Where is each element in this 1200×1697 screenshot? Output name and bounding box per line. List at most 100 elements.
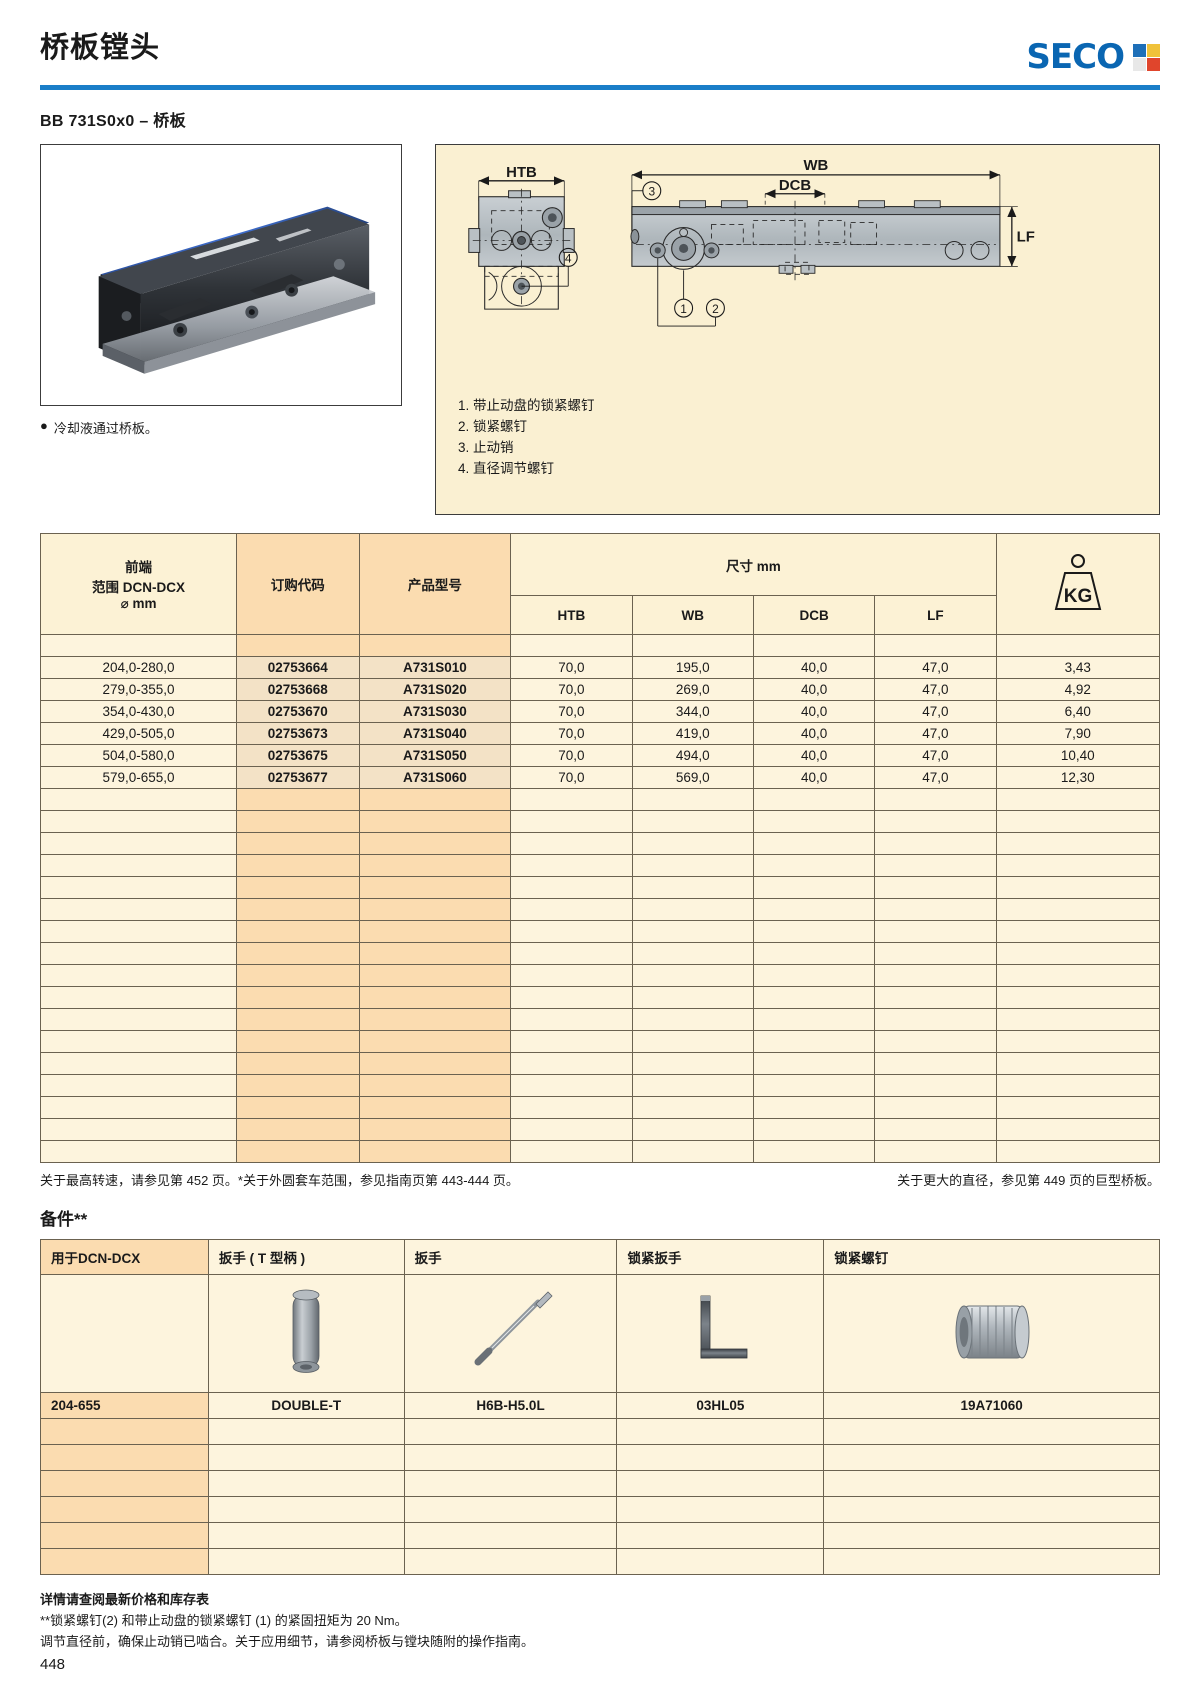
cell-lf: 47,0 xyxy=(874,766,997,789)
empty-cell xyxy=(874,964,997,987)
empty-cell xyxy=(39,854,238,877)
footnote-right: 关于更大的直径，参见第 449 页的巨型桥板。 xyxy=(897,1173,1160,1188)
empty-cell xyxy=(39,1008,238,1031)
empty-cell xyxy=(510,964,633,987)
acc-cell-wrench-t: DOUBLE-T xyxy=(207,1392,405,1419)
empty-cell xyxy=(236,942,360,965)
empty-cell xyxy=(39,964,238,987)
acc-img-lock-screw xyxy=(823,1274,1160,1393)
empty-cell xyxy=(752,942,876,965)
cell-lf: 47,0 xyxy=(874,700,997,723)
empty-cell xyxy=(631,788,754,811)
label-wb: WB xyxy=(803,158,828,174)
empty-cell xyxy=(874,810,997,833)
empty-cell xyxy=(358,810,512,833)
empty-cell xyxy=(874,942,997,965)
empty-cell xyxy=(631,854,754,877)
acc-cell-lock-wrench: 03HL05 xyxy=(616,1392,825,1419)
set-screw-icon xyxy=(955,1305,1030,1359)
empty-cell xyxy=(40,1470,209,1497)
empty-cell xyxy=(631,1074,754,1097)
cell-htb: 70,0 xyxy=(510,722,633,745)
accessories-title: 备件** xyxy=(40,1210,88,1229)
empty-cell xyxy=(236,810,360,833)
cell-designation: A731S060 xyxy=(358,766,512,789)
technical-drawing: HTB xyxy=(436,145,1159,514)
seco-logo-squares xyxy=(1133,43,1160,71)
accessories-header-row: 用于DCN-DCX 扳手 ( T 型柄 ) 扳手 锁紧扳手 锁紧螺钉 xyxy=(40,1239,1160,1275)
empty-cell xyxy=(39,986,238,1009)
empty-cell xyxy=(616,1470,825,1497)
empty-cell xyxy=(358,832,512,855)
callout-4: 4 xyxy=(565,251,572,265)
cell-order-code: 02753668 xyxy=(236,678,360,701)
table-header-row-2: HTB WB DCB LF xyxy=(41,595,1160,635)
empty-cell xyxy=(995,810,1161,833)
acc-cell-wrench: H6B-H5.0L xyxy=(403,1392,618,1419)
empty-cell xyxy=(236,1030,360,1053)
table-empty-row xyxy=(39,854,1161,877)
cell-dcb: 40,0 xyxy=(752,744,876,767)
empty-cell xyxy=(39,810,238,833)
cell-weight: 10,40 xyxy=(995,744,1161,767)
empty-cell xyxy=(236,854,360,877)
cell-diameter-range: 354,0-430,0 xyxy=(39,700,238,723)
empty-cell xyxy=(995,634,1161,657)
accessories-empty-row xyxy=(40,1418,1160,1445)
seco-logo: SECO xyxy=(1026,34,1160,74)
empty-cell xyxy=(40,1418,209,1445)
empty-cell xyxy=(752,876,876,899)
accessories-empty-row xyxy=(40,1496,1160,1523)
empty-cell xyxy=(631,1030,754,1053)
empty-cell xyxy=(207,1444,405,1471)
header-range-line2: 范围 DCN-DCX xyxy=(92,580,185,595)
empty-cell xyxy=(236,832,360,855)
cell-order-code: 02753664 xyxy=(236,656,360,679)
empty-cell xyxy=(995,1052,1161,1075)
cell-dcb: 40,0 xyxy=(752,700,876,723)
empty-cell xyxy=(39,1030,238,1053)
empty-cell xyxy=(874,788,997,811)
empty-cell xyxy=(752,1030,876,1053)
cell-diameter-range: 579,0-655,0 xyxy=(39,766,238,789)
cell-htb: 70,0 xyxy=(510,656,633,679)
empty-cell xyxy=(403,1444,618,1471)
empty-cell xyxy=(752,832,876,855)
empty-cell xyxy=(631,942,754,965)
empty-cell xyxy=(403,1522,618,1549)
empty-cell xyxy=(616,1522,825,1549)
cell-designation: A731S010 xyxy=(358,656,512,679)
empty-cell xyxy=(823,1444,1160,1471)
empty-cell xyxy=(616,1548,825,1575)
acc-img-wrench-t xyxy=(207,1274,405,1393)
logo-square-2 xyxy=(1147,43,1160,57)
empty-cell xyxy=(631,898,754,921)
empty-cell xyxy=(403,1470,618,1497)
empty-cell xyxy=(874,898,997,921)
cell-wb: 569,0 xyxy=(631,766,754,789)
svg-text:KG: KG xyxy=(1064,586,1093,607)
empty-cell xyxy=(823,1496,1160,1523)
table-empty-row xyxy=(39,788,1161,811)
empty-cell xyxy=(358,788,512,811)
empty-cell xyxy=(631,876,754,899)
cell-htb: 70,0 xyxy=(510,766,633,789)
empty-cell xyxy=(995,898,1161,921)
empty-cell xyxy=(39,1140,238,1163)
empty-cell xyxy=(358,876,512,899)
empty-cell xyxy=(236,1096,360,1119)
empty-cell xyxy=(752,1074,876,1097)
empty-cell xyxy=(874,1140,997,1163)
empty-cell xyxy=(39,634,238,657)
empty-cell xyxy=(752,854,876,877)
empty-cell xyxy=(995,986,1161,1009)
empty-cell xyxy=(752,1008,876,1031)
accessories-empty-row xyxy=(40,1470,1160,1497)
bullet-icon: ● xyxy=(40,418,48,433)
logo-square-3 xyxy=(1133,57,1146,71)
empty-cell xyxy=(40,1548,209,1575)
header-range-line3: ⌀ mm xyxy=(120,596,157,611)
